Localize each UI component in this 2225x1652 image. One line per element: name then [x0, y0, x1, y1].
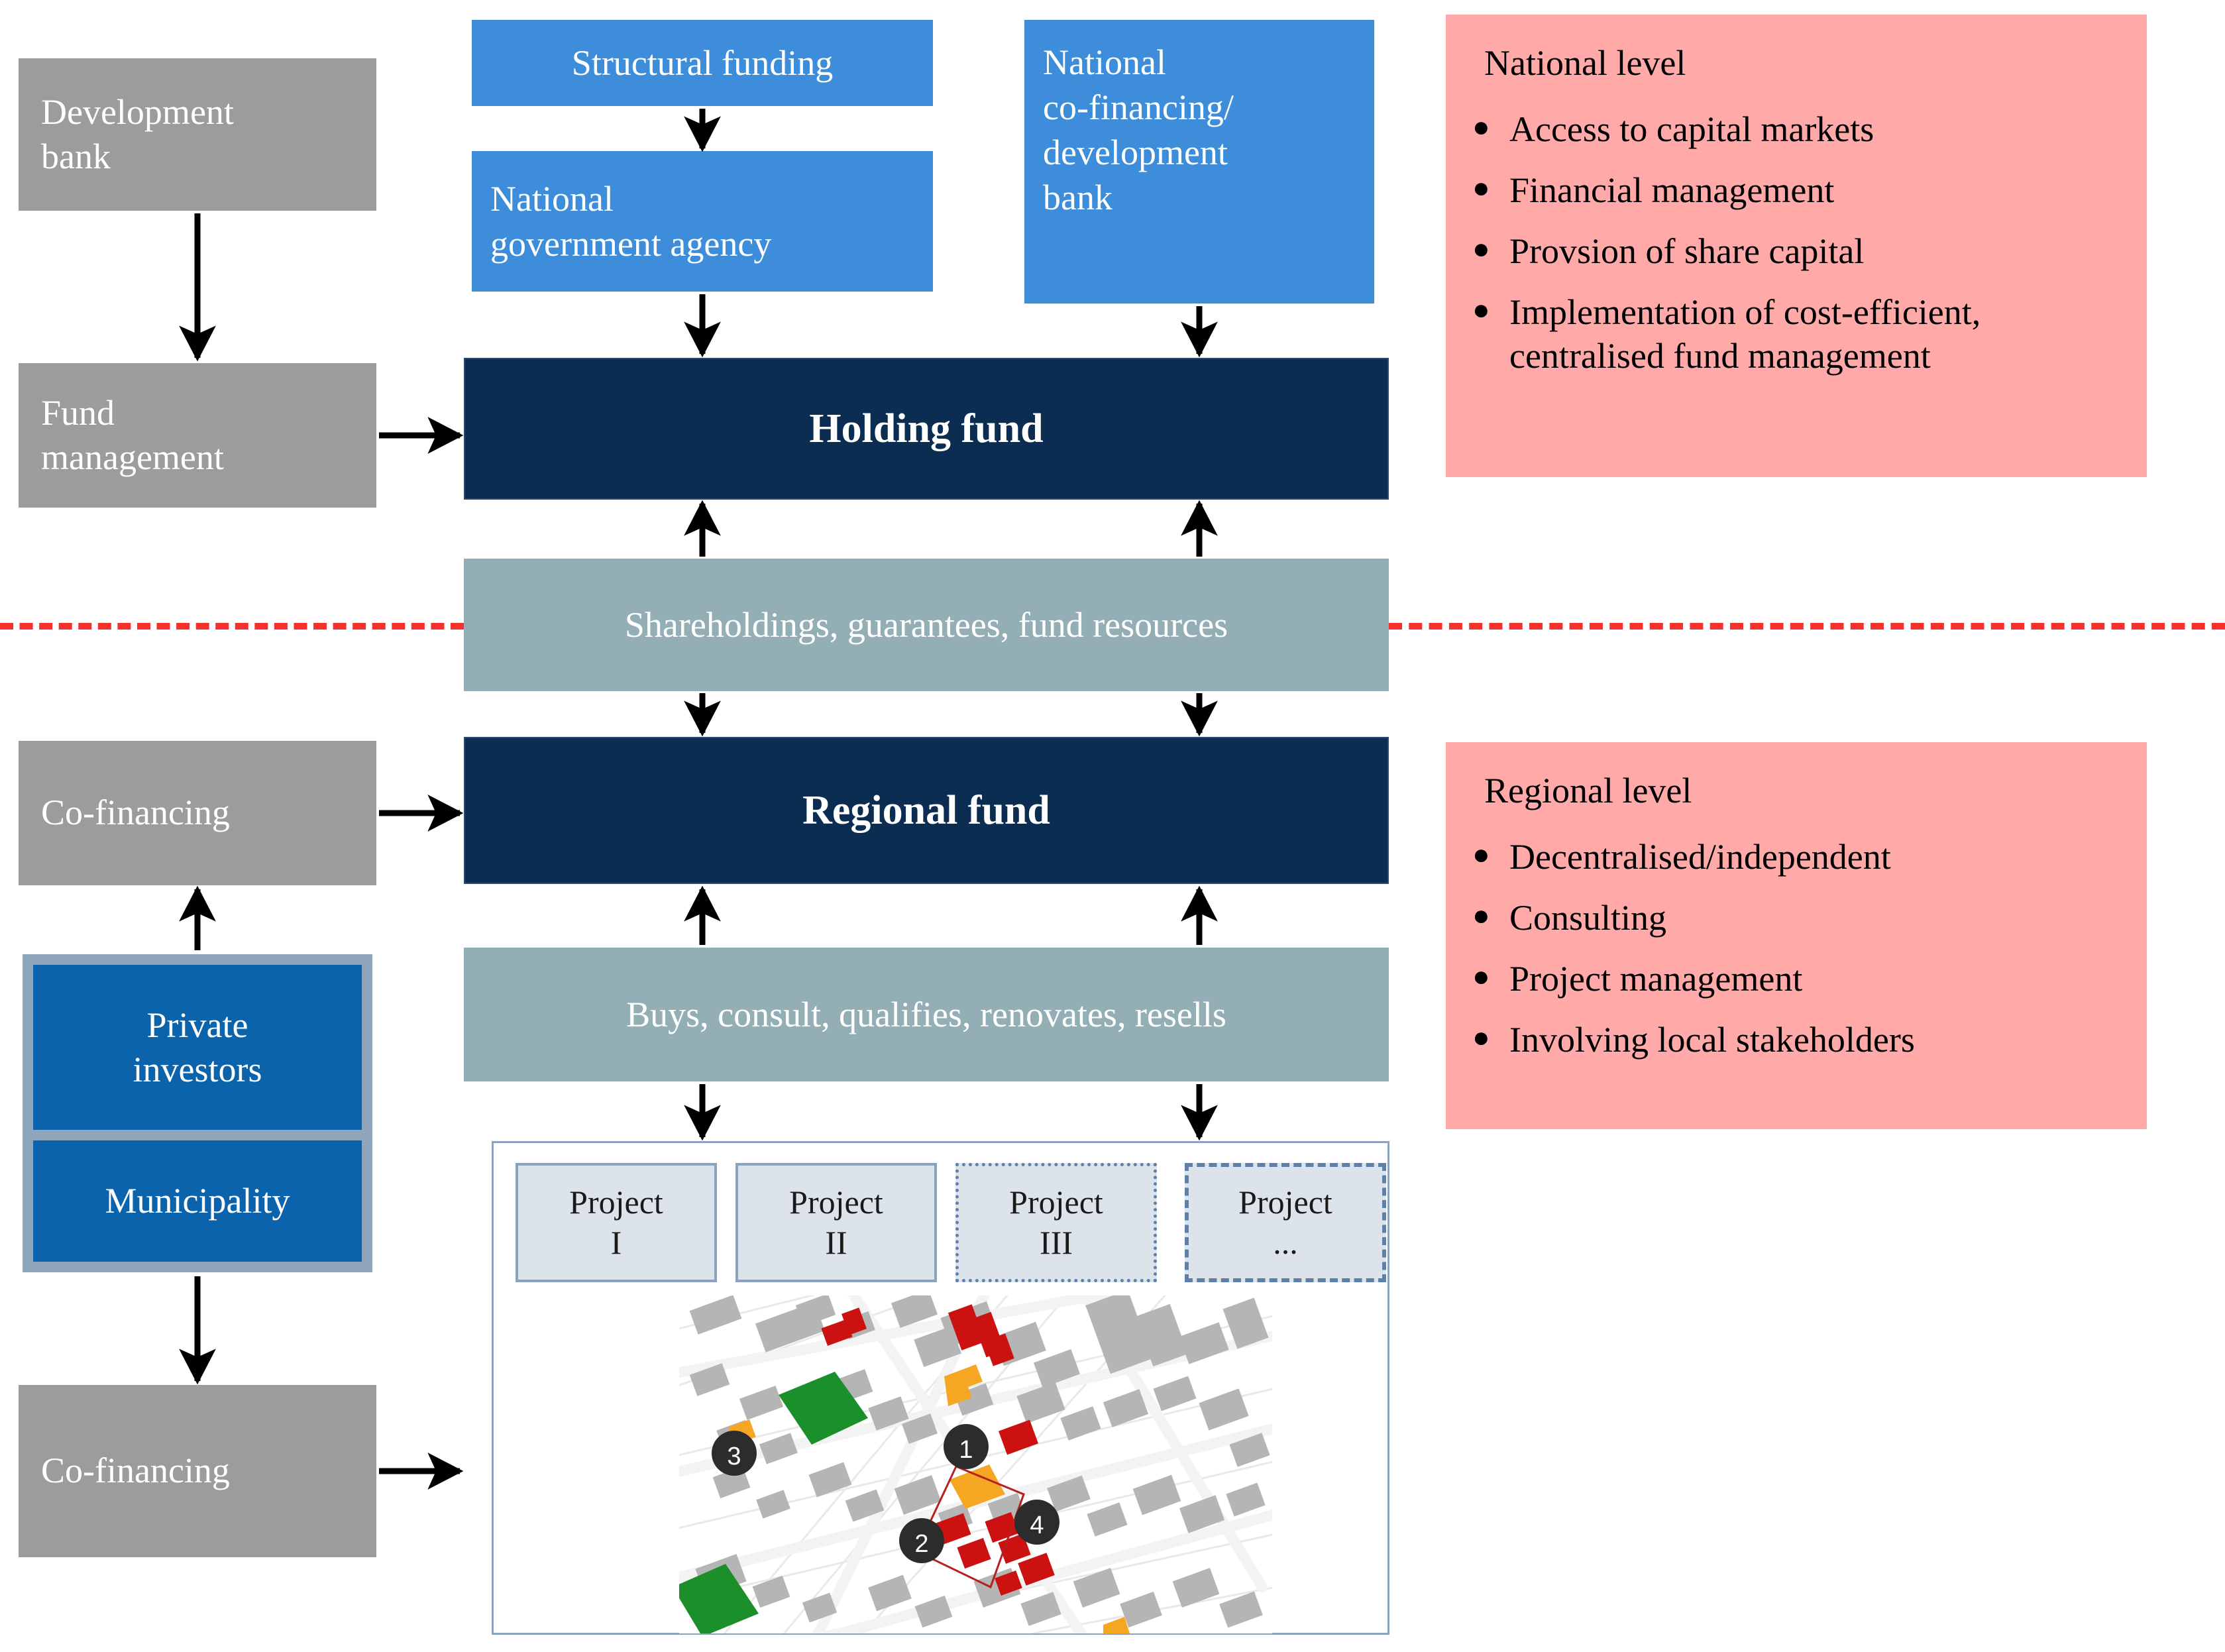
- national-level-item-4: Implementation of cost-efficient, centra…: [1509, 292, 1981, 376]
- project-2-label: Project II: [789, 1184, 883, 1261]
- regional-level-item-2: Consulting: [1509, 898, 1667, 938]
- project-3-label: Project III: [1009, 1184, 1103, 1261]
- national-government-agency-label: National government agency: [490, 178, 772, 264]
- bullet-icon: ●: [1472, 233, 1490, 266]
- holding-fund-box: Holding fund: [464, 358, 1389, 500]
- list-item: ● Financial management: [1472, 169, 2120, 213]
- map-marker-1-label: 1: [959, 1436, 973, 1464]
- map-marker-4-label: 4: [1030, 1512, 1044, 1539]
- list-item: ● Provsion of share capital: [1472, 230, 2120, 274]
- buys-consult-bar: Buys, consult, qualifies, renovates, res…: [464, 948, 1389, 1081]
- map-marker-4[interactable]: 4: [1014, 1500, 1059, 1545]
- regional-level-item-3: Project management: [1509, 959, 1803, 999]
- regional-level-item-1: Decentralised/independent: [1509, 837, 1891, 877]
- national-regional-divider-right: [1389, 623, 2225, 630]
- project-box-4[interactable]: Project ...: [1185, 1163, 1386, 1282]
- shareholdings-label: Shareholdings, guarantees, fund resource…: [624, 605, 1228, 645]
- project-4-label: Project ...: [1238, 1184, 1332, 1261]
- development-bank-box: Development bank: [19, 58, 376, 211]
- regional-level-panel: Regional level ● Decentralised/independe…: [1446, 742, 2147, 1129]
- shareholdings-bar: Shareholdings, guarantees, fund resource…: [464, 559, 1389, 691]
- national-regional-divider-left: [0, 623, 464, 630]
- list-item: ● Involving local stakeholders: [1472, 1019, 2120, 1062]
- project-box-1[interactable]: Project I: [516, 1163, 717, 1282]
- list-item: ● Access to capital markets: [1472, 108, 2120, 152]
- list-item: ● Decentralised/independent: [1472, 836, 2120, 879]
- map-marker-2[interactable]: 2: [899, 1518, 944, 1563]
- private-investors-label: Private investors: [133, 1005, 262, 1089]
- fund-management-box: Fund management: [19, 363, 376, 508]
- buys-consult-label: Buys, consult, qualifies, renovates, res…: [626, 995, 1226, 1034]
- map-highlight-red-buildings: [821, 1304, 1055, 1596]
- regional-fund-box: Regional fund: [464, 737, 1389, 884]
- bullet-icon: ●: [1472, 838, 1490, 871]
- co-financing-upper-label: Co-financing: [41, 793, 230, 833]
- map-marker-2-label: 2: [914, 1530, 928, 1558]
- regional-level-item-4: Involving local stakeholders: [1509, 1020, 1915, 1060]
- map-svg: 1 2 3 4: [679, 1295, 1272, 1633]
- project-box-3[interactable]: Project III: [955, 1163, 1157, 1282]
- co-financing-lower-label: Co-financing: [41, 1451, 230, 1491]
- national-government-agency-box: National government agency: [472, 151, 933, 292]
- bullet-icon: ●: [1472, 172, 1490, 205]
- map-marker-3-label: 3: [727, 1443, 741, 1470]
- regional-level-list: ● Decentralised/independent ● Consulting…: [1472, 836, 2120, 1079]
- investor-group: Private investors Municipality: [23, 954, 372, 1272]
- map-markers[interactable]: 1 2 3 4: [712, 1424, 1059, 1563]
- map-marker-1[interactable]: 1: [944, 1424, 989, 1469]
- bullet-icon: ●: [1472, 111, 1490, 144]
- private-investors-box: Private investors: [33, 965, 362, 1130]
- map-marker-3[interactable]: 3: [712, 1431, 757, 1476]
- bullet-icon: ●: [1472, 294, 1490, 327]
- project-box-2[interactable]: Project II: [735, 1163, 937, 1282]
- municipality-label: Municipality: [105, 1181, 290, 1221]
- regional-level-title: Regional level: [1484, 771, 1692, 810]
- project-map[interactable]: 1 2 3 4: [679, 1295, 1272, 1633]
- national-level-item-2: Financial management: [1509, 170, 1835, 211]
- national-co-financing-bank-label: National co-financing/ development bank: [1043, 42, 1234, 218]
- national-level-title: National level: [1484, 43, 1686, 83]
- regional-fund-label: Regional fund: [802, 787, 1050, 833]
- bullet-icon: ●: [1472, 960, 1490, 993]
- co-financing-upper-box: Co-financing: [19, 741, 376, 885]
- national-level-item-3: Provsion of share capital: [1509, 231, 1865, 272]
- municipality-box: Municipality: [33, 1140, 362, 1262]
- bullet-icon: ●: [1472, 899, 1490, 932]
- national-level-panel: National level ● Access to capital marke…: [1446, 15, 2147, 477]
- co-financing-lower-box: Co-financing: [19, 1385, 376, 1557]
- list-item: ● Implementation of cost-efficient, cent…: [1472, 291, 2120, 378]
- development-bank-label: Development bank: [41, 91, 234, 177]
- list-item: ● Project management: [1472, 958, 2120, 1001]
- national-level-item-1: Access to capital markets: [1509, 109, 1874, 150]
- bullet-icon: ●: [1472, 1021, 1490, 1054]
- project-1-label: Project I: [569, 1184, 663, 1261]
- national-co-financing-bank-box: National co-financing/ development bank: [1024, 20, 1374, 303]
- fund-management-label: Fund management: [41, 392, 224, 478]
- list-item: ● Consulting: [1472, 897, 2120, 940]
- national-level-list: ● Access to capital markets ● Financial …: [1472, 108, 2120, 395]
- structural-funding-box: Structural funding: [472, 20, 933, 106]
- map-green-areas: [679, 1372, 868, 1633]
- holding-fund-label: Holding fund: [809, 406, 1044, 451]
- structural-funding-label: Structural funding: [571, 42, 834, 83]
